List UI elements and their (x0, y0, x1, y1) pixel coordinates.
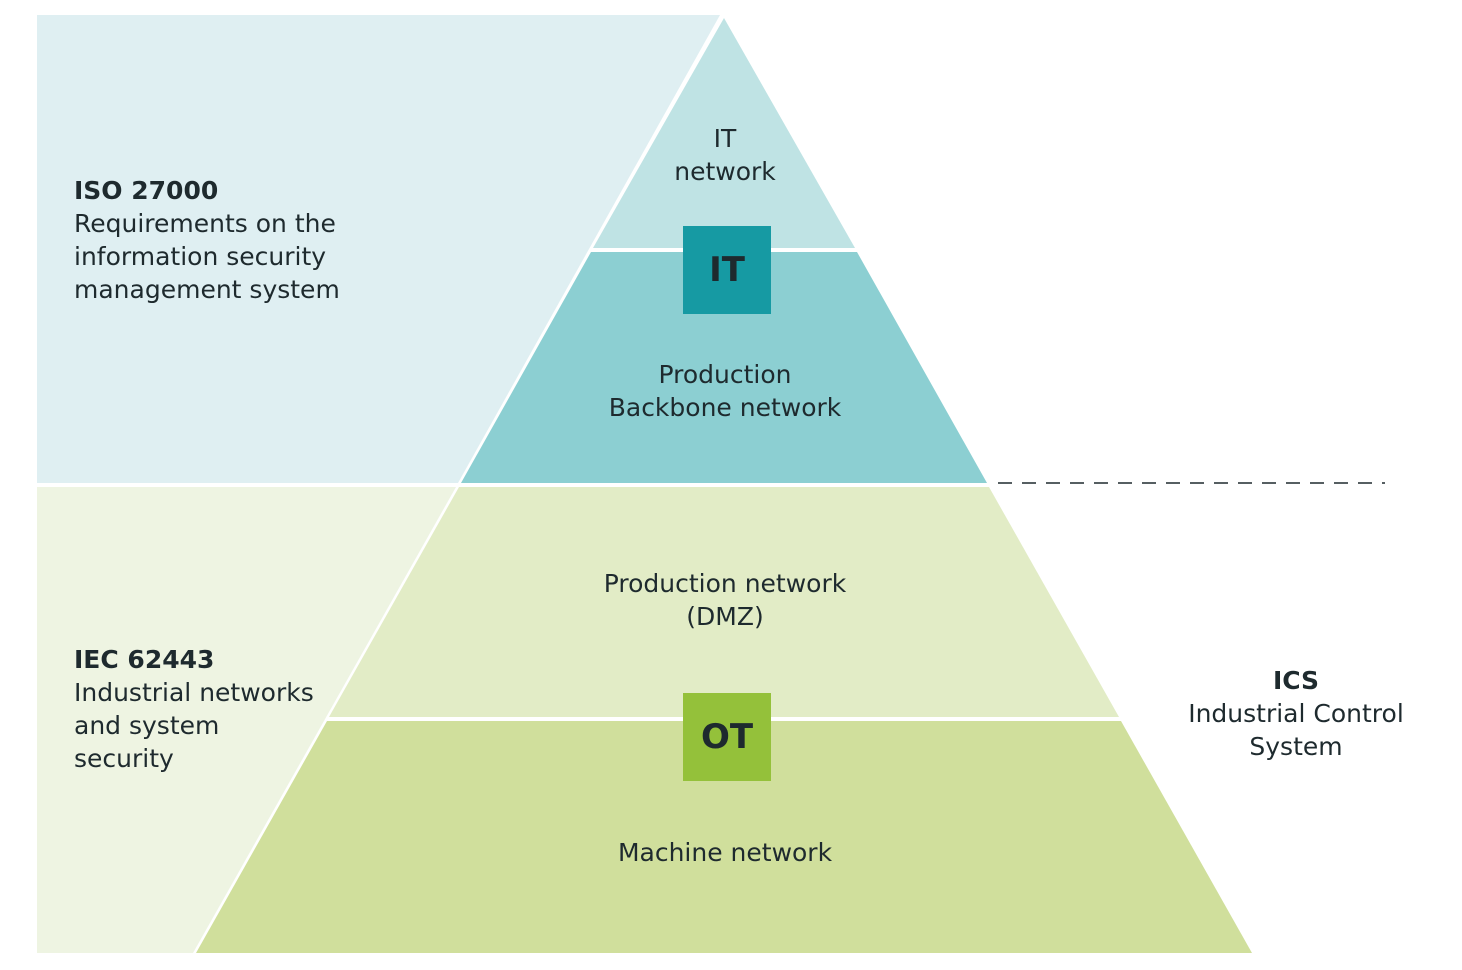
iec-62443-block: IEC 62443 Industrial networks and system… (74, 645, 314, 773)
backbone-layer (461, 252, 987, 483)
backbone-label: Production Backbone network (608, 360, 842, 422)
machine-network-label: Machine network (617, 838, 833, 867)
it-network-label: IT network (674, 124, 776, 186)
ics-block: ICS Industrial Control System (1166, 664, 1426, 763)
iec-62443-title: IEC 62443 (74, 645, 215, 674)
iso-panel-background (37, 15, 720, 483)
production-dmz-layer (329, 487, 1119, 717)
iso-27000-title: ISO 27000 (74, 176, 219, 205)
iso-27000-block: ISO 27000 Requirements on the informatio… (74, 176, 340, 304)
production-dmz-label: Production network (DMZ) (603, 569, 847, 631)
it-badge: IT (683, 226, 771, 314)
ot-badge: OT (683, 693, 771, 781)
ics-title: ICS (1272, 666, 1320, 695)
iec-panel-background (37, 487, 456, 953)
it-network-layer (593, 18, 855, 248)
machine-layer (196, 721, 1252, 953)
